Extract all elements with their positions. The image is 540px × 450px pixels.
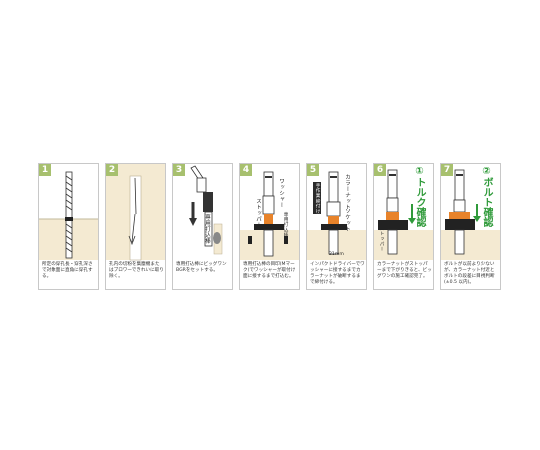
stopper-label: ストッパー <box>255 198 261 228</box>
step-5-caption: インパクトドライバーでワッシャーに接するまでカラーナットが破断するまで締付ける。 <box>310 262 365 285</box>
driving-rod-illustration <box>189 165 223 255</box>
step-7-panel: ②ボルト確認 7 ボルトが以前より少ないが、カラーナット付近とボルトの段差に目視… <box>440 163 501 290</box>
step-3-number: 3 <box>173 164 185 176</box>
drill-bit-illustration <box>39 164 98 260</box>
blower-illustration <box>106 164 165 261</box>
step-7-number: 7 <box>441 164 453 176</box>
tighten-illustration <box>307 164 366 260</box>
step-2-caption: 孔内の切粉を集塵機またはブロワーできれいに取り除く。 <box>109 262 164 279</box>
step-5-panel: カラーナット ソケット 手作業締付け禁止 21mm 5 インパクトドライバーでワ… <box>306 163 367 290</box>
step-6-number: 6 <box>374 164 386 176</box>
step-3-panel: 専用打込棒 3 専用打込棒にビッグワンBGRをセットする。 <box>172 163 233 290</box>
step-4-caption: 専用打込棒の目印(Mマーク)でワッシャーが取付け面に接するまで打込む。 <box>243 262 296 279</box>
step-3-scene: 専用打込棒 <box>173 164 232 260</box>
step-6-scene: ①トルク確認 ストッパー <box>374 164 433 260</box>
bolt-check-illustration <box>441 164 500 260</box>
step-4-panel: ワッシャー ストッパー 専用打込棒 4 専用打込棒の目印(Mマーク)でワッシャー… <box>239 163 300 290</box>
socket-size-label: 21mm <box>329 252 344 257</box>
socket-label: ソケット <box>344 208 350 232</box>
step-6-caption: カラーナットがストッパーまで下がりきると、ビッグワンの施工確認完了。 <box>377 262 432 279</box>
stopper-label-2: ストッパー <box>379 226 384 252</box>
no-manual-tightening-label: 手作業締付け禁止 <box>315 183 320 224</box>
step-1-number: 1 <box>39 164 51 176</box>
step-6-panel: ①トルク確認 ストッパー 6 カラーナットがストッパーまで下がりきると、ビッグワ… <box>373 163 434 290</box>
step-7-scene: ②ボルト確認 <box>441 164 500 260</box>
step-1-caption: 所定の穿孔長・穿孔深さで対象面に直角に穿孔する。 <box>42 262 93 279</box>
washer-label: ワッシャー <box>278 178 284 208</box>
driving-rod-label: 専用打込棒 <box>204 214 210 244</box>
step-2-scene <box>106 164 165 261</box>
step-4-number: 4 <box>240 164 252 176</box>
bolt-check-label: ②ボルト確認 <box>481 166 492 227</box>
step-3-caption: 専用打込棒にビッグワンBGRをセットする。 <box>176 262 227 273</box>
step-4-scene: ワッシャー ストッパー 専用打込棒 <box>240 164 299 260</box>
drive-in-illustration <box>240 164 299 260</box>
step-1-panel: 1 所定の穿孔長・穿孔深さで対象面に直角に穿孔する。 <box>38 163 99 290</box>
step-5-number: 5 <box>307 164 319 176</box>
step-1-scene <box>39 164 98 260</box>
collar-nut-label: カラーナット <box>344 174 350 210</box>
torque-check-label: ①トルク確認 <box>414 166 425 227</box>
step-2-panel: 2 孔内の切粉を集塵機またはブロワーできれいに取り除く。 <box>105 163 166 290</box>
installation-steps-strip: 1 所定の穿孔長・穿孔深さで対象面に直角に穿孔する。 2 孔内の切粉を集塵機また… <box>38 163 502 290</box>
step-7-caption: ボルトが以前より少ないが、カラーナット付近とボルトの段差に目視判断(±0.5 以… <box>444 262 495 285</box>
step-2-number: 2 <box>106 164 118 176</box>
step-5-scene: カラーナット ソケット 手作業締付け禁止 21mm <box>307 164 366 260</box>
driving-rod-label-2: 専用打込棒 <box>283 212 288 238</box>
